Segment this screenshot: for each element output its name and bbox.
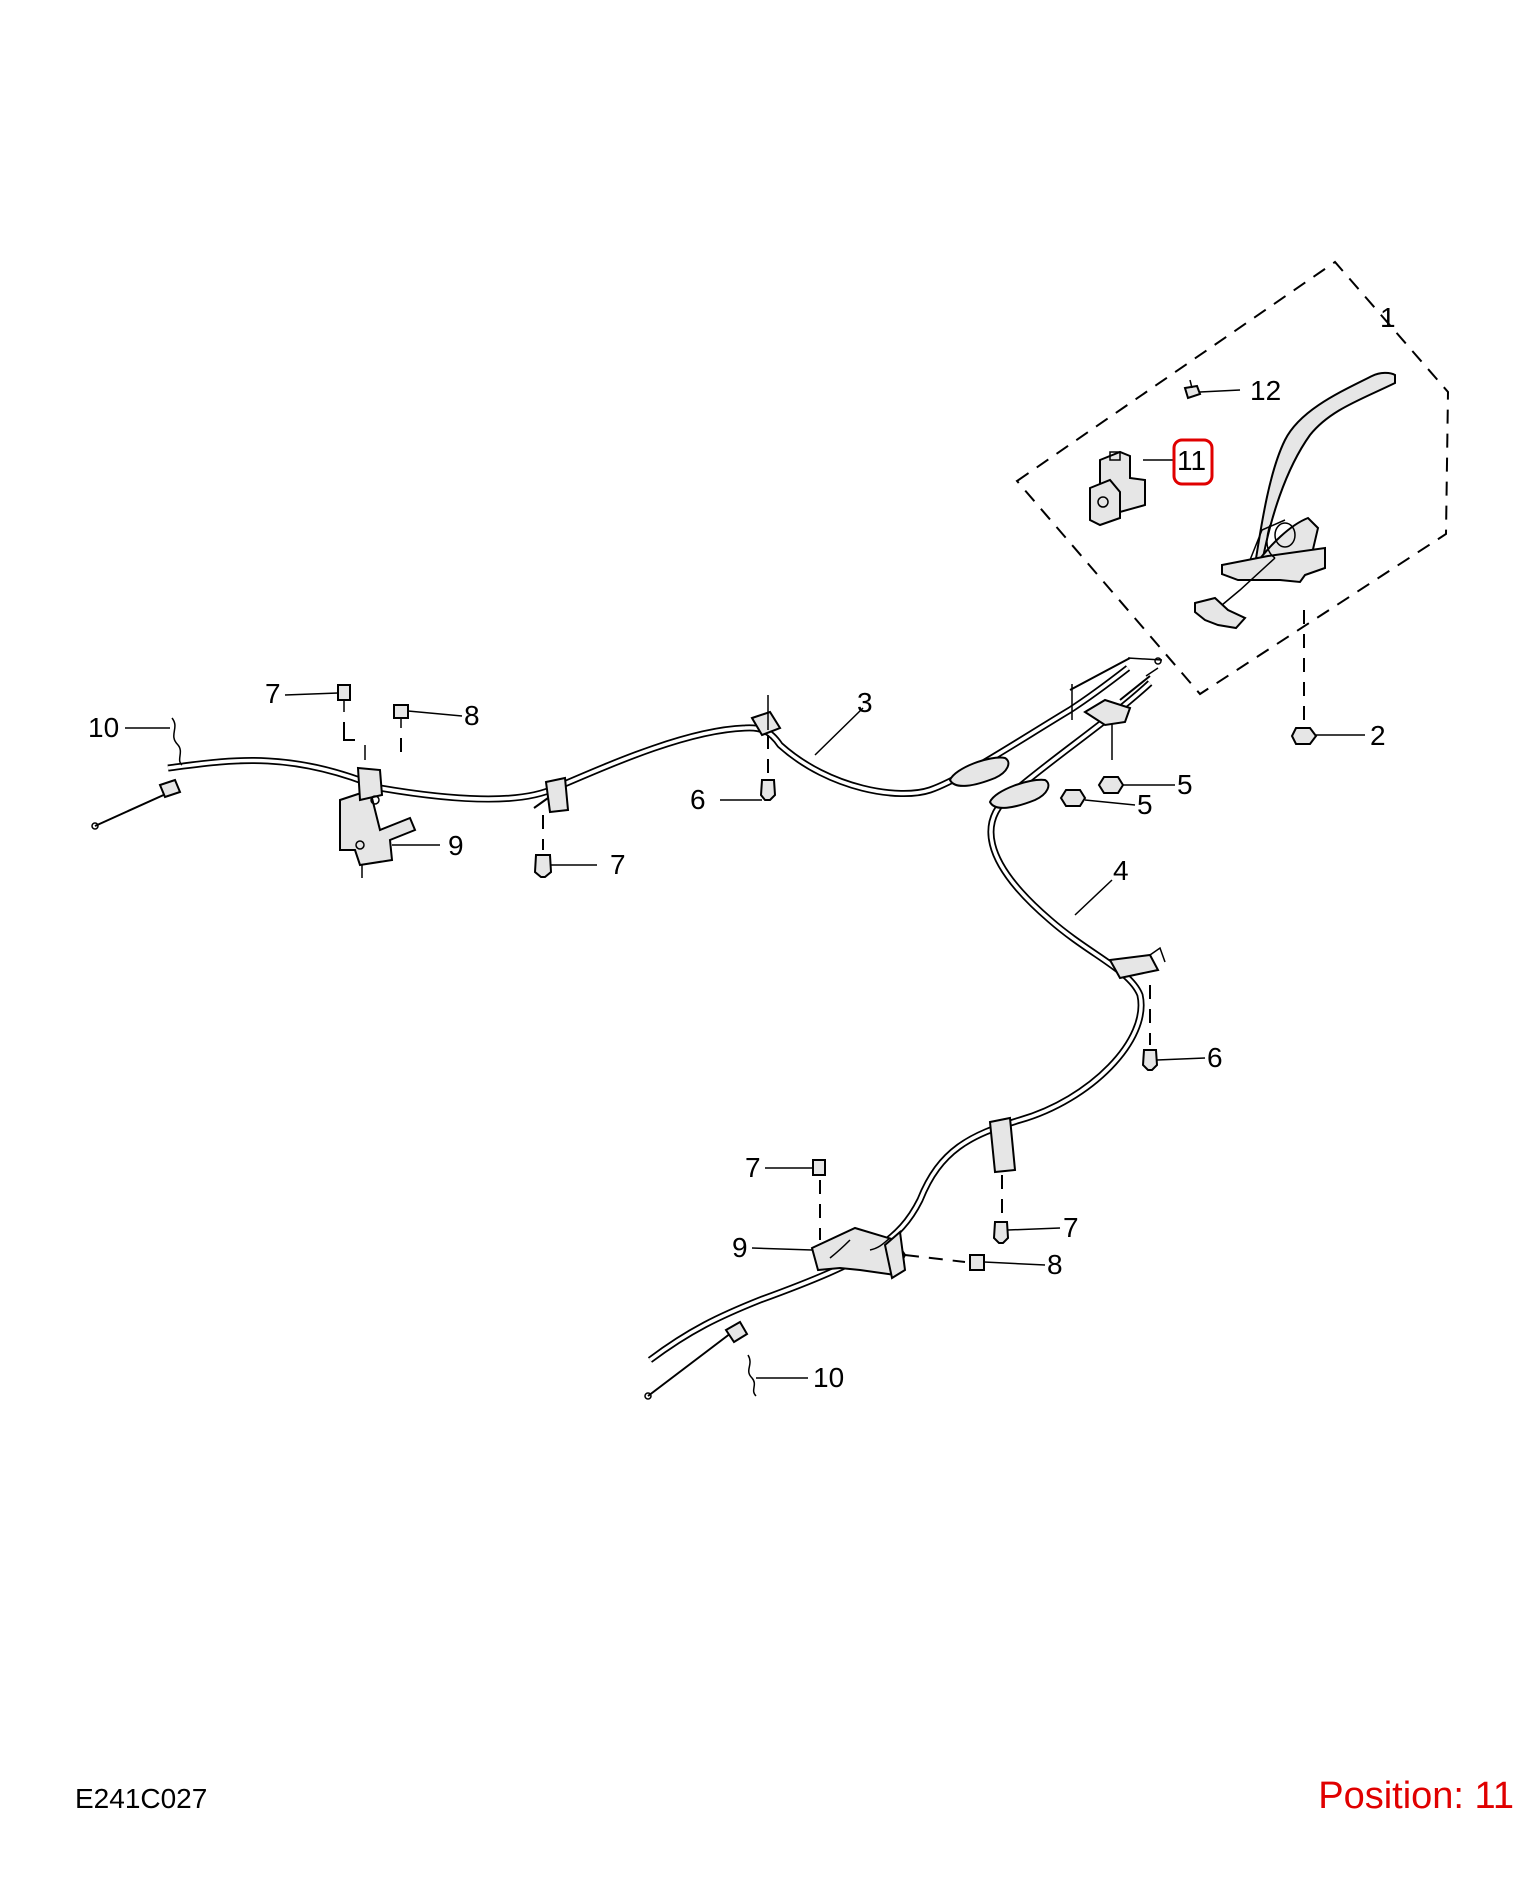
callout-5b: 5 bbox=[1137, 789, 1153, 820]
callout-6a: 6 bbox=[690, 784, 706, 815]
callout-4: 4 bbox=[1113, 855, 1129, 886]
clip-cable3-mid bbox=[750, 710, 782, 737]
callout-7a: 7 bbox=[265, 678, 281, 709]
cable-end-rear-right bbox=[647, 1329, 736, 1397]
assembly-boundary bbox=[1015, 260, 1450, 696]
bolt-7b bbox=[533, 815, 553, 878]
bolt-7c bbox=[812, 1159, 826, 1240]
callout-9b: 9 bbox=[732, 1232, 748, 1263]
grommet-upper bbox=[948, 756, 1010, 787]
callout-2: 2 bbox=[1370, 720, 1386, 751]
callout-6b: 6 bbox=[1207, 1042, 1223, 1073]
clip-cable4-lower bbox=[988, 1116, 1017, 1174]
cable-end-front-3 bbox=[1069, 657, 1131, 691]
callout-12: 12 bbox=[1250, 375, 1281, 406]
bolt-8a bbox=[393, 704, 409, 755]
nut-5b bbox=[1097, 776, 1125, 794]
bolt-7d bbox=[992, 1175, 1010, 1244]
bracket-9-right bbox=[810, 1226, 907, 1280]
callout-10a: 10 bbox=[88, 712, 119, 743]
callout-9a: 9 bbox=[448, 830, 464, 861]
wire-10-right bbox=[747, 1354, 757, 1397]
cable-end-front-4 bbox=[1119, 675, 1151, 701]
callout-5a: 5 bbox=[1177, 769, 1193, 800]
callout-10b: 10 bbox=[813, 1362, 844, 1393]
nut-5a bbox=[1059, 789, 1087, 807]
wire-10-left bbox=[171, 717, 183, 766]
cable-end-rear-left bbox=[94, 792, 169, 827]
position-indicator: Position: 11 bbox=[1318, 1775, 1514, 1817]
leader-lines bbox=[125, 389, 1365, 1379]
bolt-6b bbox=[1141, 985, 1159, 1071]
callout-7c: 7 bbox=[745, 1152, 761, 1183]
bolt-8b bbox=[904, 1254, 985, 1271]
diagram-code: E241C027 bbox=[75, 1783, 208, 1814]
callout-8b: 8 bbox=[1047, 1249, 1063, 1280]
callout-1: 1 bbox=[1380, 302, 1396, 333]
clip-cable3-left bbox=[544, 776, 570, 814]
callout-7d: 7 bbox=[1063, 1212, 1079, 1243]
callout-8a: 8 bbox=[464, 700, 480, 731]
clip-cable4-upper bbox=[1108, 953, 1160, 980]
grommet-lower bbox=[988, 778, 1050, 809]
callout-7b: 7 bbox=[610, 849, 626, 880]
bracket-9-left bbox=[339, 745, 417, 878]
parking-brake-switch bbox=[1089, 450, 1146, 527]
callout-11: 11 bbox=[1177, 445, 1206, 476]
callout-3: 3 bbox=[857, 687, 873, 718]
bolt-7a bbox=[337, 684, 355, 741]
bolt-6a bbox=[759, 735, 777, 801]
handbrake-lever bbox=[1194, 371, 1396, 630]
front-bracket bbox=[1083, 698, 1132, 727]
nut-2 bbox=[1290, 727, 1318, 745]
bolt-12 bbox=[1183, 379, 1202, 400]
callout-11-highlight bbox=[1172, 438, 1214, 486]
